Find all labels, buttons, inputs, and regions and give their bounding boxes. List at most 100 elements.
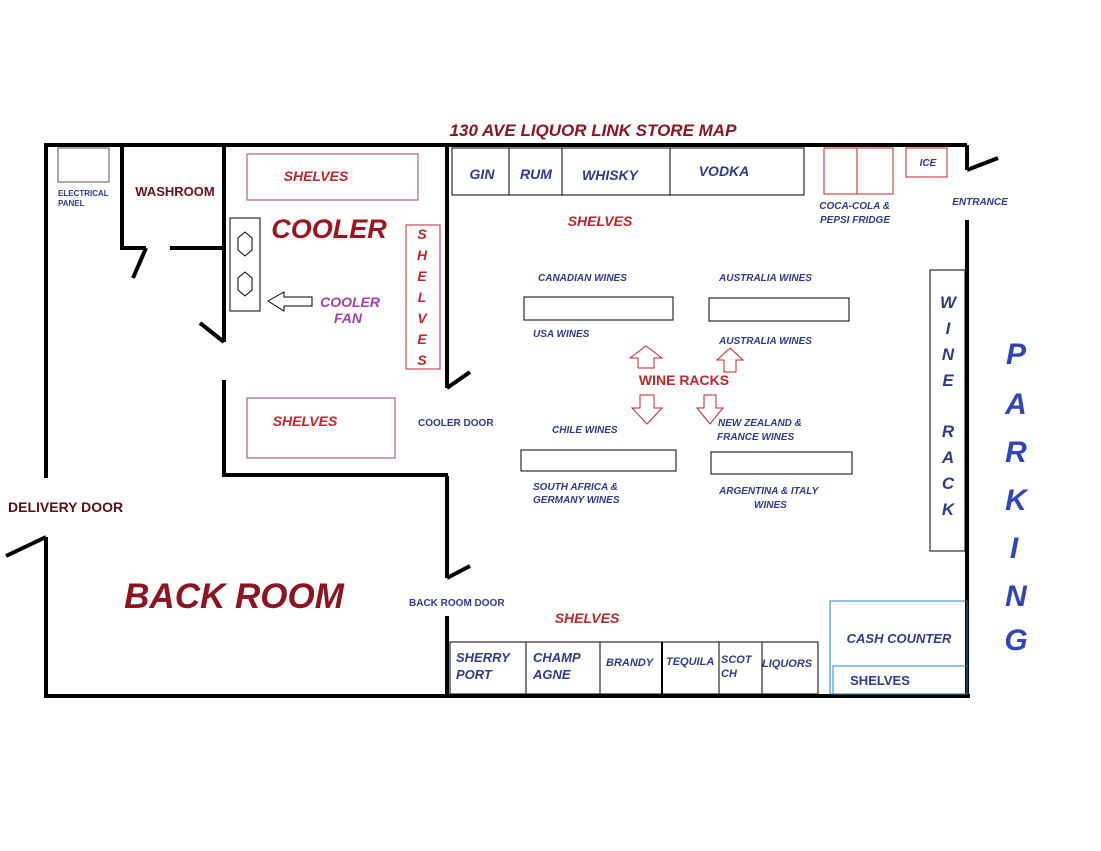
back-room-door-label: BACK ROOM DOOR	[409, 598, 505, 609]
svg-text:L: L	[418, 289, 427, 305]
svg-text:FRANCE WINES: FRANCE WINES	[717, 432, 795, 443]
cash-counter-label: CASH COUNTER	[847, 631, 952, 646]
arrow-up-icon	[715, 347, 745, 373]
back-room-label: BACK ROOM	[124, 577, 345, 616]
svg-text:S: S	[417, 226, 427, 242]
door-swings	[5, 156, 999, 580]
svg-text:I: I	[946, 319, 952, 338]
svg-text:E: E	[942, 371, 954, 390]
fridge	[823, 147, 894, 195]
svg-text:V: V	[417, 310, 428, 326]
cash-counter-shelves-label: SHELVES	[850, 673, 910, 688]
svg-text:C: C	[942, 474, 955, 493]
svg-text:K: K	[1005, 484, 1029, 517]
svg-text:USA WINES: USA WINES	[533, 329, 590, 340]
cooler-side-door	[198, 321, 226, 344]
svg-text:R: R	[942, 422, 955, 441]
svg-text:S: S	[417, 352, 427, 368]
electrical-panel-label: ELECTRICAL PANEL	[58, 189, 111, 208]
cooler-shelf-vertical-letters: S H E L V E S	[417, 226, 428, 368]
wine-rack-vertical	[929, 269, 966, 552]
parking-label: P A R K I N G	[1004, 338, 1029, 657]
svg-text:AUSTRALIA WINES: AUSTRALIA WINES	[718, 273, 812, 284]
svg-text:E: E	[417, 268, 427, 284]
arrow-up-icon	[628, 345, 664, 369]
svg-text:WHISKY: WHISKY	[582, 167, 640, 183]
svg-text:SHERRY: SHERRY	[456, 650, 511, 665]
svg-text:N: N	[942, 345, 955, 364]
svg-text:A: A	[1004, 388, 1027, 421]
cooler-fan-unit	[229, 217, 261, 312]
entrance-door-swing	[966, 156, 999, 172]
svg-text:N: N	[1005, 580, 1028, 613]
arrow-down-icon	[695, 394, 725, 425]
cooler-shelf-vertical	[405, 224, 441, 370]
svg-text:NEW ZEALAND &: NEW ZEALAND &	[718, 418, 802, 429]
bottom-shelves-label: SHELVES	[555, 610, 620, 626]
svg-text:TEQUILA: TEQUILA	[666, 656, 714, 668]
cash-counter-shelves	[832, 665, 968, 695]
svg-text:H: H	[417, 247, 428, 263]
svg-text:P: P	[1006, 338, 1027, 371]
bottom-spirits-shelf	[449, 641, 819, 695]
svg-text:W: W	[940, 293, 958, 312]
washroom-door	[131, 247, 148, 279]
cooler-shelf-top	[246, 153, 419, 201]
svg-text:AGNE: AGNE	[532, 667, 571, 682]
wine-rack-vertical-letters: W I N E R A C K	[940, 293, 958, 519]
bottom-spirits-labels: SHERRY PORT CHAMP AGNE BRANDY TEQUILA SC…	[456, 650, 813, 682]
ice-box	[905, 147, 948, 178]
electrical-panel-box	[57, 147, 110, 183]
svg-text:K: K	[942, 500, 956, 519]
fan-icon	[237, 271, 253, 297]
svg-text:GERMANY WINES: GERMANY WINES	[533, 495, 620, 506]
cooler-shelf-bottom	[246, 397, 396, 459]
walls	[44, 143, 970, 698]
cooler-door-swing	[445, 370, 472, 390]
entrance-label: ENTRANCE	[952, 197, 1008, 208]
svg-text:G: G	[1004, 624, 1027, 657]
svg-text:ARGENTINA & ITALY: ARGENTINA & ITALY	[718, 486, 820, 497]
cooler-label: COOLER	[271, 214, 387, 244]
svg-text:SCOT: SCOT	[721, 654, 753, 666]
fan-icon	[237, 231, 253, 257]
svg-text:CHILE WINES: CHILE WINES	[552, 425, 618, 436]
top-spirits-labels: GIN RUM WHISKY VODKA	[470, 163, 750, 183]
svg-text:E: E	[417, 331, 427, 347]
arrow-left-icon	[267, 291, 313, 312]
svg-text:AUSTRALIA WINES: AUSTRALIA WINES	[718, 336, 812, 347]
back-room-door-swing	[446, 564, 471, 580]
svg-text:SOUTH AFRICA &: SOUTH AFRICA &	[533, 482, 618, 493]
svg-text:R: R	[1005, 436, 1027, 469]
svg-text:GIN: GIN	[470, 166, 496, 182]
svg-text:LIQUORS: LIQUORS	[762, 658, 813, 670]
washroom-label: WASHROOM	[135, 184, 214, 199]
top-shelves-label: SHELVES	[568, 213, 633, 229]
svg-text:I: I	[1010, 532, 1019, 565]
wine-region-labels: CANADIAN WINES AUSTRALIA WINES USA WINES…	[533, 273, 820, 511]
fridge-label: COCA-COLA & PEPSI FRIDGE	[819, 201, 893, 226]
cooler-shelf-top-label: SHELVES	[284, 168, 349, 184]
svg-text:A: A	[941, 448, 954, 467]
delivery-door-swing	[5, 535, 47, 558]
wine-rack-arrows	[628, 345, 745, 425]
wine-racks-label: WINE RACKS	[639, 372, 729, 388]
svg-text:WINES: WINES	[754, 500, 787, 511]
svg-text:CHAMP: CHAMP	[533, 650, 581, 665]
cooler-shelf-bottom-label: SHELVES	[273, 413, 338, 429]
top-spirits-shelf	[451, 147, 805, 196]
ice-label: ICE	[920, 158, 937, 169]
cooler-door-label: COOLER DOOR	[418, 418, 494, 429]
wine-rack-boxes	[520, 296, 853, 475]
arrow-down-icon	[630, 394, 664, 425]
svg-text:BRANDY: BRANDY	[606, 657, 655, 669]
delivery-door-label: DELIVERY DOOR	[8, 499, 123, 515]
svg-text:RUM: RUM	[520, 166, 552, 182]
svg-text:PORT: PORT	[456, 667, 493, 682]
map-title: 130 AVE LIQUOR LINK STORE MAP	[450, 121, 738, 140]
svg-text:VODKA: VODKA	[699, 163, 750, 179]
svg-text:CANADIAN WINES: CANADIAN WINES	[538, 273, 627, 284]
cooler-fan-label: COOLER FAN	[320, 294, 384, 326]
svg-text:CH: CH	[721, 668, 738, 680]
